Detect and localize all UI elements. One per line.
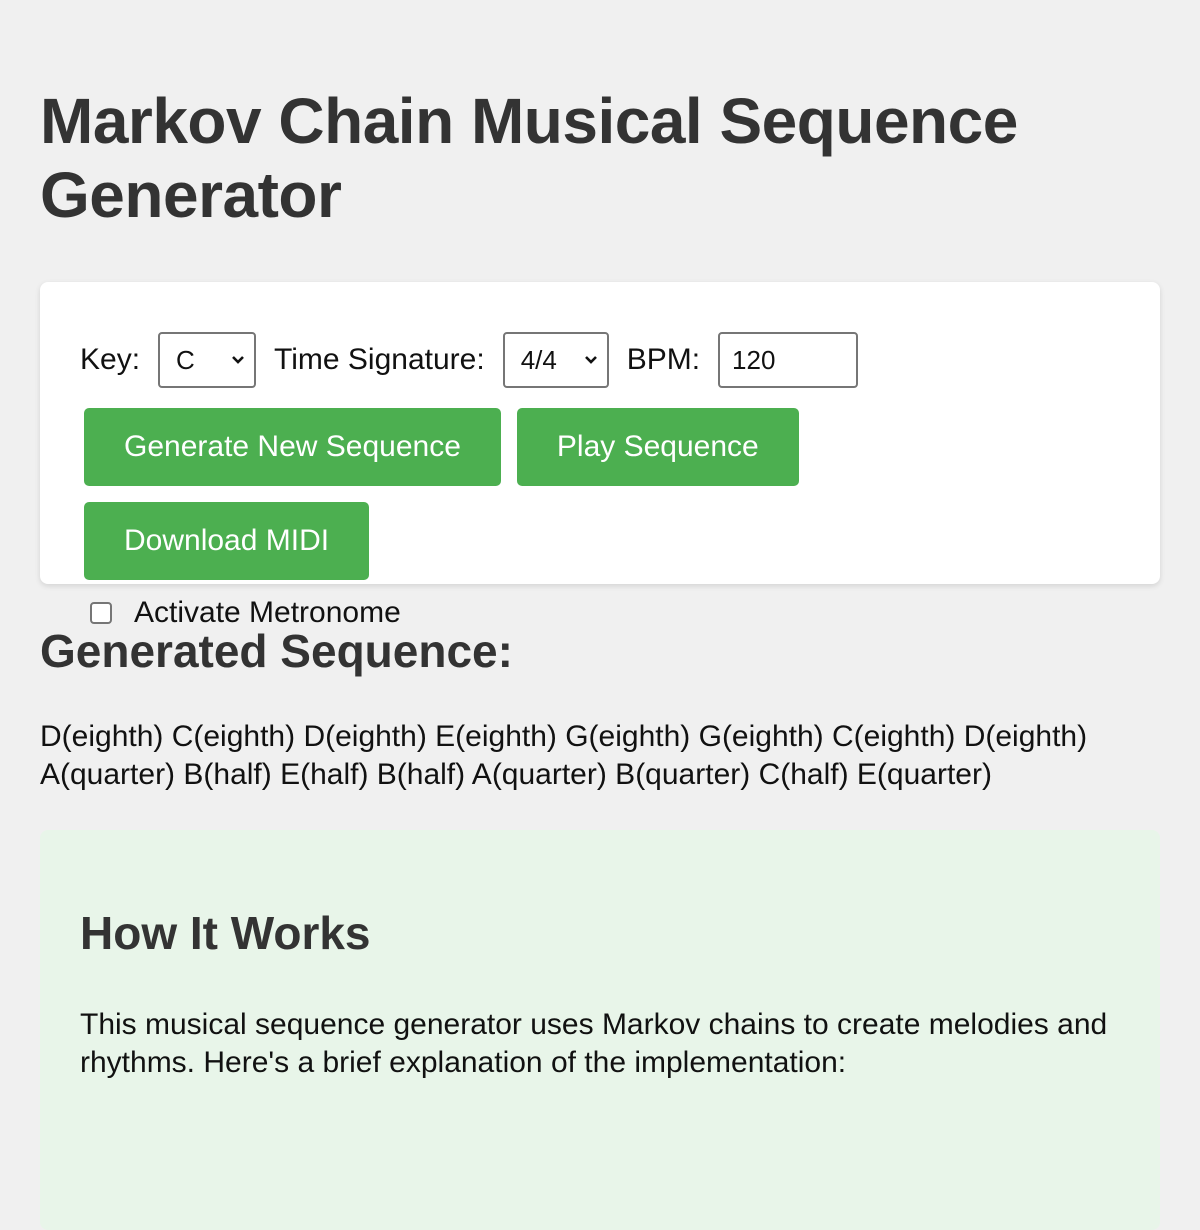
generate-sequence-button[interactable]: Generate New Sequence	[84, 408, 501, 486]
page-title: Markov Chain Musical Sequence Generator	[40, 85, 1018, 231]
how-it-works-panel: How It Works This musical sequence gener…	[40, 830, 1160, 1230]
bpm-input[interactable]: 120	[718, 332, 859, 388]
how-it-works-heading: How It Works	[80, 907, 371, 959]
metronome-checkbox[interactable]	[90, 602, 112, 624]
time-signature-label: Time Signature:	[274, 343, 485, 376]
metronome-label[interactable]: Activate Metronome	[134, 596, 401, 629]
bpm-label: BPM:	[626, 343, 701, 376]
action-row: Generate New Sequence Play Sequence	[84, 408, 1120, 486]
download-midi-button[interactable]: Download MIDI	[84, 502, 370, 580]
time-signature-select-value: 4/4	[520, 344, 557, 375]
metronome-row: Activate Metronome	[90, 596, 1120, 630]
chevron-down-icon	[232, 356, 244, 364]
how-it-works-text: This musical sequence generator uses Mar…	[80, 1008, 1108, 1079]
sequence-output: D(eighth) C(eighth) D(eighth) E(eighth) …	[40, 720, 1088, 791]
key-select[interactable]: C	[158, 332, 257, 388]
settings-row: Key: C Time Signature: 4/4 BPM: 120	[80, 332, 1120, 388]
key-select-value: C	[176, 344, 195, 375]
time-signature-select[interactable]: 4/4	[502, 332, 609, 388]
controls-card: Key: C Time Signature: 4/4 BPM: 120 Gene…	[40, 282, 1160, 629]
chevron-down-icon	[584, 356, 597, 364]
key-label: Key:	[80, 343, 141, 376]
action-row-2: Download MIDI	[84, 502, 1120, 580]
play-sequence-button[interactable]: Play Sequence	[516, 408, 799, 486]
sequence-heading: Generated Sequence:	[40, 625, 513, 677]
